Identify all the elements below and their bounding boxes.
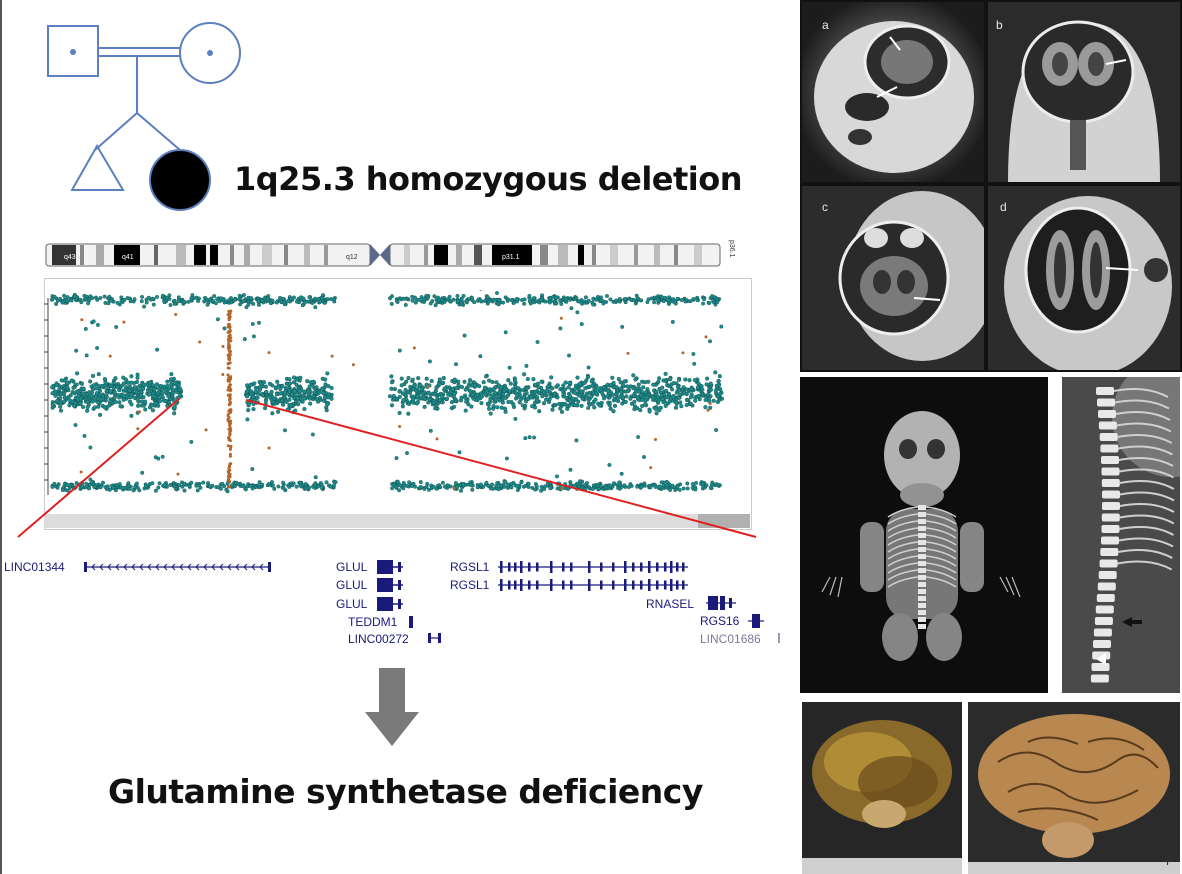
gene-label-teddm1: TEDDM1 — [348, 615, 398, 629]
glul-glyphs — [377, 560, 403, 611]
mri-panel-b: b — [988, 2, 1180, 182]
plot-scrollbar-thumb[interactable] — [698, 514, 750, 528]
gene-label-linc01344: LINC01344 — [4, 560, 65, 574]
pedigree-proband-circle — [149, 149, 211, 211]
array-plot — [44, 290, 725, 495]
gene-label-rnasel: RNASEL — [646, 597, 695, 611]
mri-letter-a: a — [822, 18, 829, 32]
brain-photo-left — [802, 702, 962, 874]
headline: 1q25.3 homozygous deletion — [234, 160, 743, 198]
band-label-q43: q43 — [64, 254, 76, 261]
mri-letter-c: c — [822, 200, 828, 214]
band-label-q41: q41 — [122, 254, 134, 261]
band-label-q12: q12 — [346, 254, 358, 261]
chromosome-ideogram: q43 q41 q12 p31.1 — [45, 243, 721, 267]
pedigree-mother-circle — [179, 22, 241, 84]
left-border — [0, 0, 2, 874]
down-arrow-icon — [365, 668, 419, 746]
mri-letter-d: d — [1000, 200, 1007, 214]
gene-label-glul-1: GLUL — [336, 560, 368, 574]
conclusion-text: Glutamine synthetase deficiency — [108, 772, 703, 811]
gene-label-linc00272: LINC00272 — [348, 632, 409, 646]
photo-letter-f: F — [1166, 854, 1174, 868]
gene-label-rgsl1-2: RGSL1 — [450, 578, 490, 592]
xray-full-body — [800, 377, 1048, 693]
pedigree-father-square — [47, 25, 99, 77]
pedigree-sibling-triangle — [70, 144, 125, 191]
gene-label-rgsl1-1: RGSL1 — [450, 560, 490, 574]
gene-label-glul-2: GLUL — [336, 578, 368, 592]
mri-letter-b: b — [996, 18, 1003, 32]
pedigree-chart — [47, 22, 241, 211]
xray-spine-lateral — [1062, 377, 1180, 693]
mri-panel-a: a — [802, 2, 984, 182]
gene-track — [84, 560, 780, 643]
band-label-p36: p36.1 — [728, 240, 735, 258]
plot-scrollbar-track[interactable] — [44, 514, 750, 528]
brain-photo-right: F — [968, 702, 1180, 874]
gene-label-glul-3: GLUL — [336, 597, 368, 611]
gene-label-linc01686: LINC01686 — [700, 632, 761, 646]
mri-panel-d: d — [988, 186, 1180, 370]
gene-label-rgs16: RGS16 — [700, 614, 740, 628]
band-label-p31: p31.1 — [502, 254, 520, 261]
mri-panel-c: c — [802, 186, 984, 370]
